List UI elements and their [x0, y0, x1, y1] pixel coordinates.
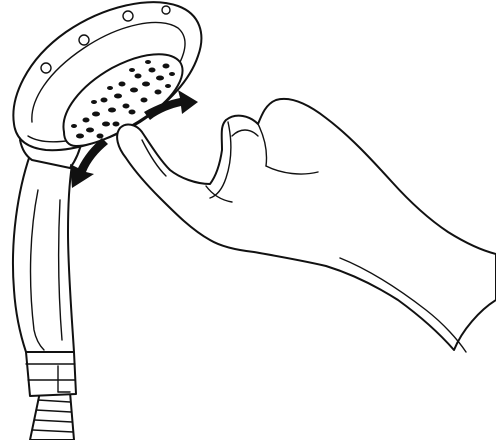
hand-outline [116, 98, 496, 351]
rotate-arrow-icon [70, 90, 198, 188]
rotate-arrow-left [70, 138, 108, 188]
rotate-arrow-right [144, 90, 198, 120]
hose-connector [25, 351, 77, 397]
spray-face [62, 53, 184, 147]
hand-icon [116, 98, 496, 353]
shower-handle [11, 154, 75, 353]
spray-nozzles [71, 60, 175, 139]
hand-shower-icon [11, 1, 203, 397]
hose [29, 391, 75, 440]
